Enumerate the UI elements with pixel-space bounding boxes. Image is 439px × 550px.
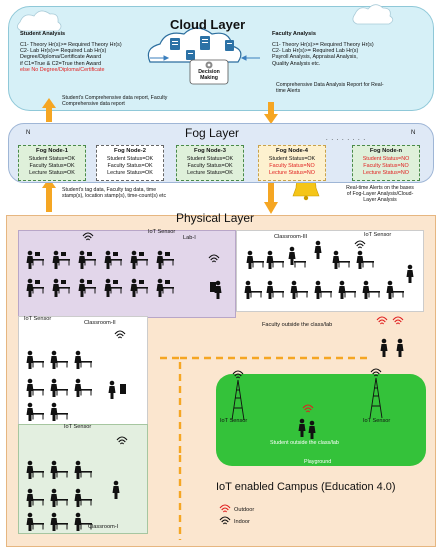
classroom-3-students [244, 240, 414, 299]
faculty-analysis-title: Faculty Analysis [272, 31, 316, 37]
classroom-1-room [18, 424, 148, 534]
lab-1-room [18, 230, 236, 318]
alerts-line: Real-time Alerts on the bases [346, 185, 414, 191]
faculty-analysis-list: C1- Theory Hr(s)>= Required Theory Hr(s)… [272, 42, 422, 67]
student-analysis-line: if C1=True & C2=True then Award [20, 60, 102, 67]
faculty-status: Faculty Status=NO [363, 163, 409, 169]
iot-sensor-label: IoT Sensor [148, 229, 176, 235]
legend-icons [219, 504, 231, 525]
playground-area [216, 374, 426, 466]
alerts-line: Layer Analysis [363, 196, 397, 203]
lab-students [26, 250, 222, 299]
lecture-status: Lecture Status=OK [107, 170, 153, 176]
lecture-status: Lecture Status=NO [269, 170, 315, 176]
cloud-server-icon [147, 27, 242, 63]
student-report-line: Student's Comprehensive data report, Fac… [62, 95, 168, 101]
fog-node-3: Fog Node-3 Student Status=OK Faculty Sta… [176, 145, 244, 181]
fog-node-4: Fog Node-4 Student Status=OK Faculty Sta… [258, 145, 326, 181]
fog-layer-title: Fog Layer [185, 126, 240, 140]
student-status: Student Status=OK [186, 156, 234, 162]
lecture-status: Lecture Status=NO [363, 170, 409, 176]
faculty-analysis-line: C1- Theory Hr(s)>= Required Theory Hr(s) [272, 42, 374, 48]
faculty-status: Faculty Status=NO [269, 163, 315, 169]
comprehensive-report-label: Comprehensive Data Analysis Report for R… [276, 82, 436, 95]
student-status: Student Status=OK [28, 156, 76, 162]
gear-icon [189, 59, 229, 85]
iot-sensor-label: IoT Sensor [364, 232, 392, 238]
wifi-outdoor-icon [302, 316, 404, 413]
classroom-2-students [26, 350, 126, 421]
classroom-3-label: Classroom-III [274, 234, 308, 240]
movement-path [160, 356, 370, 540]
fog-node-title: Fog Node-1 [36, 148, 68, 154]
comprehensive-report-line: time Alerts [276, 87, 301, 94]
fog-node-title: Fog Node-n [369, 148, 403, 154]
fog-node-title: Fog Node-3 [194, 148, 226, 154]
student-analysis-title: Student Analysis [20, 31, 66, 37]
student-status: Student Status=OK [106, 156, 154, 162]
fog-node-1: Fog Node-1 Student Status=OK Faculty Sta… [18, 145, 86, 181]
student-report-line: Comprehensive data report [62, 100, 125, 107]
classroom-3-room [236, 230, 424, 312]
faculty-outside-label: Faculty outside the class/lab [262, 322, 333, 328]
cloud-icon [17, 4, 394, 32]
wifi-icon [82, 232, 366, 445]
classroom-1-students [26, 460, 120, 531]
iot-sensor-label: IoT Sensor [64, 424, 92, 430]
down-arrow-icon [264, 114, 278, 124]
legend-indoor-label: Indoor [234, 519, 250, 525]
lab-1-label: Lab-I [183, 235, 196, 241]
decision-making-label: Decision Making [198, 69, 220, 81]
student-status: Student Status=NO [362, 156, 410, 162]
tag-data-label: Student's tag data, Faculty tag data, ti… [62, 187, 232, 200]
cloud-layer-title: Cloud Layer [170, 17, 246, 32]
playground-label: Playground [304, 459, 332, 465]
student-analysis-list: C1- Theory Hr(s)>= Required Theory Hr(s)… [20, 42, 170, 73]
tag-data-line: Student's tag data, Faculty tag data, ti… [62, 187, 157, 193]
student-analysis-line: C2- Lab Hr(s)>= Required Lab Hr(s) [20, 48, 107, 55]
legend-outdoor-label: Outdoor [234, 507, 255, 513]
alerts-line: of Fog-Layer Analysis/Cloud- [346, 190, 414, 197]
faculty-analysis-line: C2- Lab Hr(s)>= Required Lab Hr(s) [272, 48, 359, 55]
lecture-status: Lecture Status=OK [29, 170, 75, 176]
student-analysis-line: else No Degree/Diploma/Certificate [20, 66, 105, 73]
student-analysis-line: Degree/Diploma/Certificate Award [20, 54, 102, 61]
iot-sensor-label: IoT Sensor [363, 418, 391, 424]
playground-students [298, 418, 316, 439]
fog-node-title: Fog Node-2 [114, 148, 146, 154]
real-time-alerts-label: Real-time Alerts on the bases of Fog-Lay… [324, 185, 436, 204]
faculty-status: Faculty Status=OK [107, 163, 153, 169]
faculty-status: Faculty Status=OK [187, 163, 233, 169]
faculty-analysis-line: Payroll Analysis, Appraisal Analysis, [272, 54, 358, 61]
tag-data-line: stamp(s), location stamp(s), time-count(… [62, 192, 167, 199]
faculty-outside-figure [380, 338, 404, 357]
faculty-status: Faculty Status=OK [29, 163, 75, 169]
iot-sensor-label: IoT Sensor [220, 418, 248, 424]
classroom-2-room [18, 316, 148, 425]
campus-title: IoT enabled Campus (Education 4.0) [216, 481, 396, 493]
up-arrow-icon [42, 98, 56, 108]
tower-wifi-icon [232, 368, 382, 379]
fog-node-title: Fog Node-4 [276, 148, 308, 154]
cloud-decor-icons [17, 4, 394, 85]
classroom-1-label: Classroom-I [88, 524, 119, 530]
classroom-2-label: Classroom-II [84, 320, 116, 326]
comprehensive-report-line: Comprehensive Data Analysis Report for R… [276, 82, 384, 88]
faculty-analysis-line: Quality Analysis etc. [272, 60, 321, 67]
fog-n-left: N [26, 130, 31, 136]
student-outside-label: Student outside the class/lab [270, 440, 339, 446]
fog-node-n: Fog Node-n Student Status=NO Faculty Sta… [352, 145, 420, 181]
student-status: Student Status=OK [268, 156, 316, 162]
lecture-status: Lecture Status=OK [187, 170, 233, 176]
tower-icon [231, 377, 383, 421]
physical-layer-title: Physical Layer [176, 211, 255, 225]
fog-node-2: Fog Node-2 Student Status=OK Faculty Sta… [96, 145, 164, 181]
student-report-label: Student's Comprehensive data report, Fac… [62, 95, 222, 108]
fog-node-dots: . . . . . . . . [326, 136, 367, 142]
student-analysis-line: C1- Theory Hr(s)>= Required Theory Hr(s) [20, 42, 122, 48]
fog-n-right: N [411, 130, 416, 136]
iot-sensor-label: IoT Sensor [24, 316, 52, 322]
